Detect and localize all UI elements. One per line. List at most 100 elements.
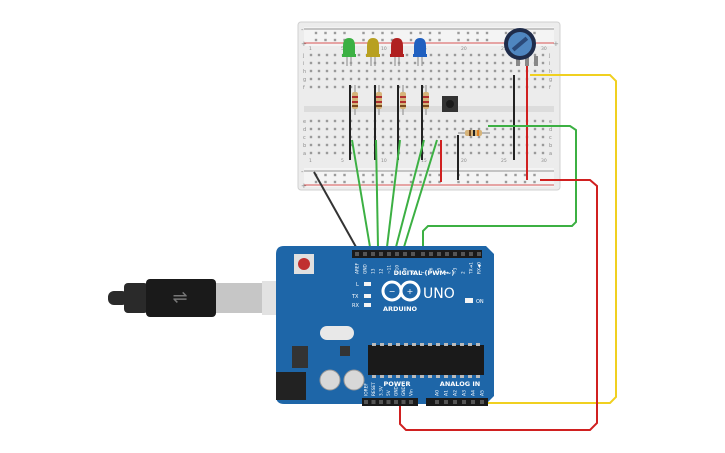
wire-gnd [313,171,357,248]
usb-icon: ⇌ [172,287,187,308]
pin-label: RX◀0 [477,262,483,274]
svg-text:−: − [389,287,396,296]
arduino-brand: ARDUINO [383,305,418,313]
pin-label: 8 [411,271,417,274]
wire-led3 [386,139,401,248]
row-letter: f [549,85,551,91]
row-letter: f [303,85,305,91]
pin-label: 2 [461,271,467,274]
resistor-4 [423,85,429,115]
wire-button [422,125,577,247]
col-number: 10 [381,46,387,52]
pin-label: Vin [409,389,415,396]
analog-label: ANALOG IN [440,380,480,388]
digital-label: DIGITAL (PWM~) [394,269,455,277]
leds [342,38,427,66]
arduino-model: UNO [423,286,455,302]
rail-plus-bottom-left: + [301,182,307,190]
svg-text:+: + [407,287,414,296]
row-letter: j [548,53,550,59]
col-number: 1 [309,158,312,164]
pin-label: 7 [421,271,427,274]
pin-label: ~3 [453,267,459,274]
power-label: POWER [384,380,411,388]
col-number: 5 [341,158,344,164]
potentiometer[interactable] [504,28,538,66]
wire-led4 [395,139,425,248]
pin-label: AREF [355,262,361,274]
breadboard-holes [309,31,545,184]
row-letter: e [549,119,552,125]
row-letter: h [303,69,306,75]
pin-label: ~9 [403,267,409,274]
col-number: 30 [541,46,547,52]
pin-label: 3.3V [379,386,385,396]
row-letter: h [549,69,552,75]
pin-label: GND [363,263,369,274]
pin-label: A5 [480,390,486,396]
rail-plus-right: + [553,40,559,48]
usb-cable: ⇌ [108,279,284,317]
tx-label: TX [351,294,359,300]
resistor-3 [400,85,406,115]
col-number: 20 [461,46,467,52]
l-label: L [356,282,359,288]
pin-label: GND [401,385,407,396]
pin-label: 12 [379,268,385,274]
wire-led-extra [403,139,438,248]
row-letter: j [302,53,304,59]
pin-label: GND [394,385,400,396]
wire-led2 [375,139,379,248]
rail-plus-left: + [301,40,307,48]
col-number: 25 [501,46,507,52]
resistor-button [458,130,490,136]
pin-label: TX➜1 [469,262,475,275]
rail-minus-bottom-left: - [301,168,304,176]
row-letter: b [303,143,306,149]
pin-label: A0 [435,390,441,396]
wire-pot-signal [487,74,617,404]
col-number: 30 [541,158,547,164]
resistor-2 [376,85,382,115]
pin-label: 13 [371,268,377,274]
row-letter: b [549,143,552,149]
pin-label: ~6 [429,267,435,274]
on-label: ON [476,299,484,305]
led-blue[interactable] [413,38,427,66]
led-yellow[interactable] [366,38,380,66]
col-number: 20 [461,158,467,164]
row-letter: a [549,151,552,157]
rail-minus-left: - [301,26,304,34]
row-letter: e [303,119,306,125]
led-red[interactable] [390,38,404,66]
row-letter: i [549,61,550,67]
resistor-1 [352,85,358,115]
row-letter: c [303,135,306,141]
pin-label: 5V [386,390,392,396]
row-letter: g [549,77,552,83]
row-letter: d [303,127,306,133]
row-letter: a [303,151,306,157]
push-button[interactable] [442,96,458,112]
wire-5v [399,179,598,431]
rx-label: RX [352,303,359,309]
col-number: 15 [421,158,427,164]
pin-label: ~10 [395,265,401,274]
row-letter: d [549,127,552,133]
pin-label: A3 [462,390,468,396]
pin-label: IOREF [364,383,370,396]
col-number: 5 [341,46,344,52]
pin-label: RESET [371,382,377,396]
col-number: 25 [501,158,507,164]
resistors [352,85,490,136]
breadboard-jumpers [349,65,528,182]
pin-label: A2 [453,390,459,396]
arduino-logo: − + [381,280,421,302]
wire-led1 [351,139,371,248]
pin-label: A4 [471,390,477,396]
wires [313,74,617,431]
led-green[interactable] [342,38,356,66]
